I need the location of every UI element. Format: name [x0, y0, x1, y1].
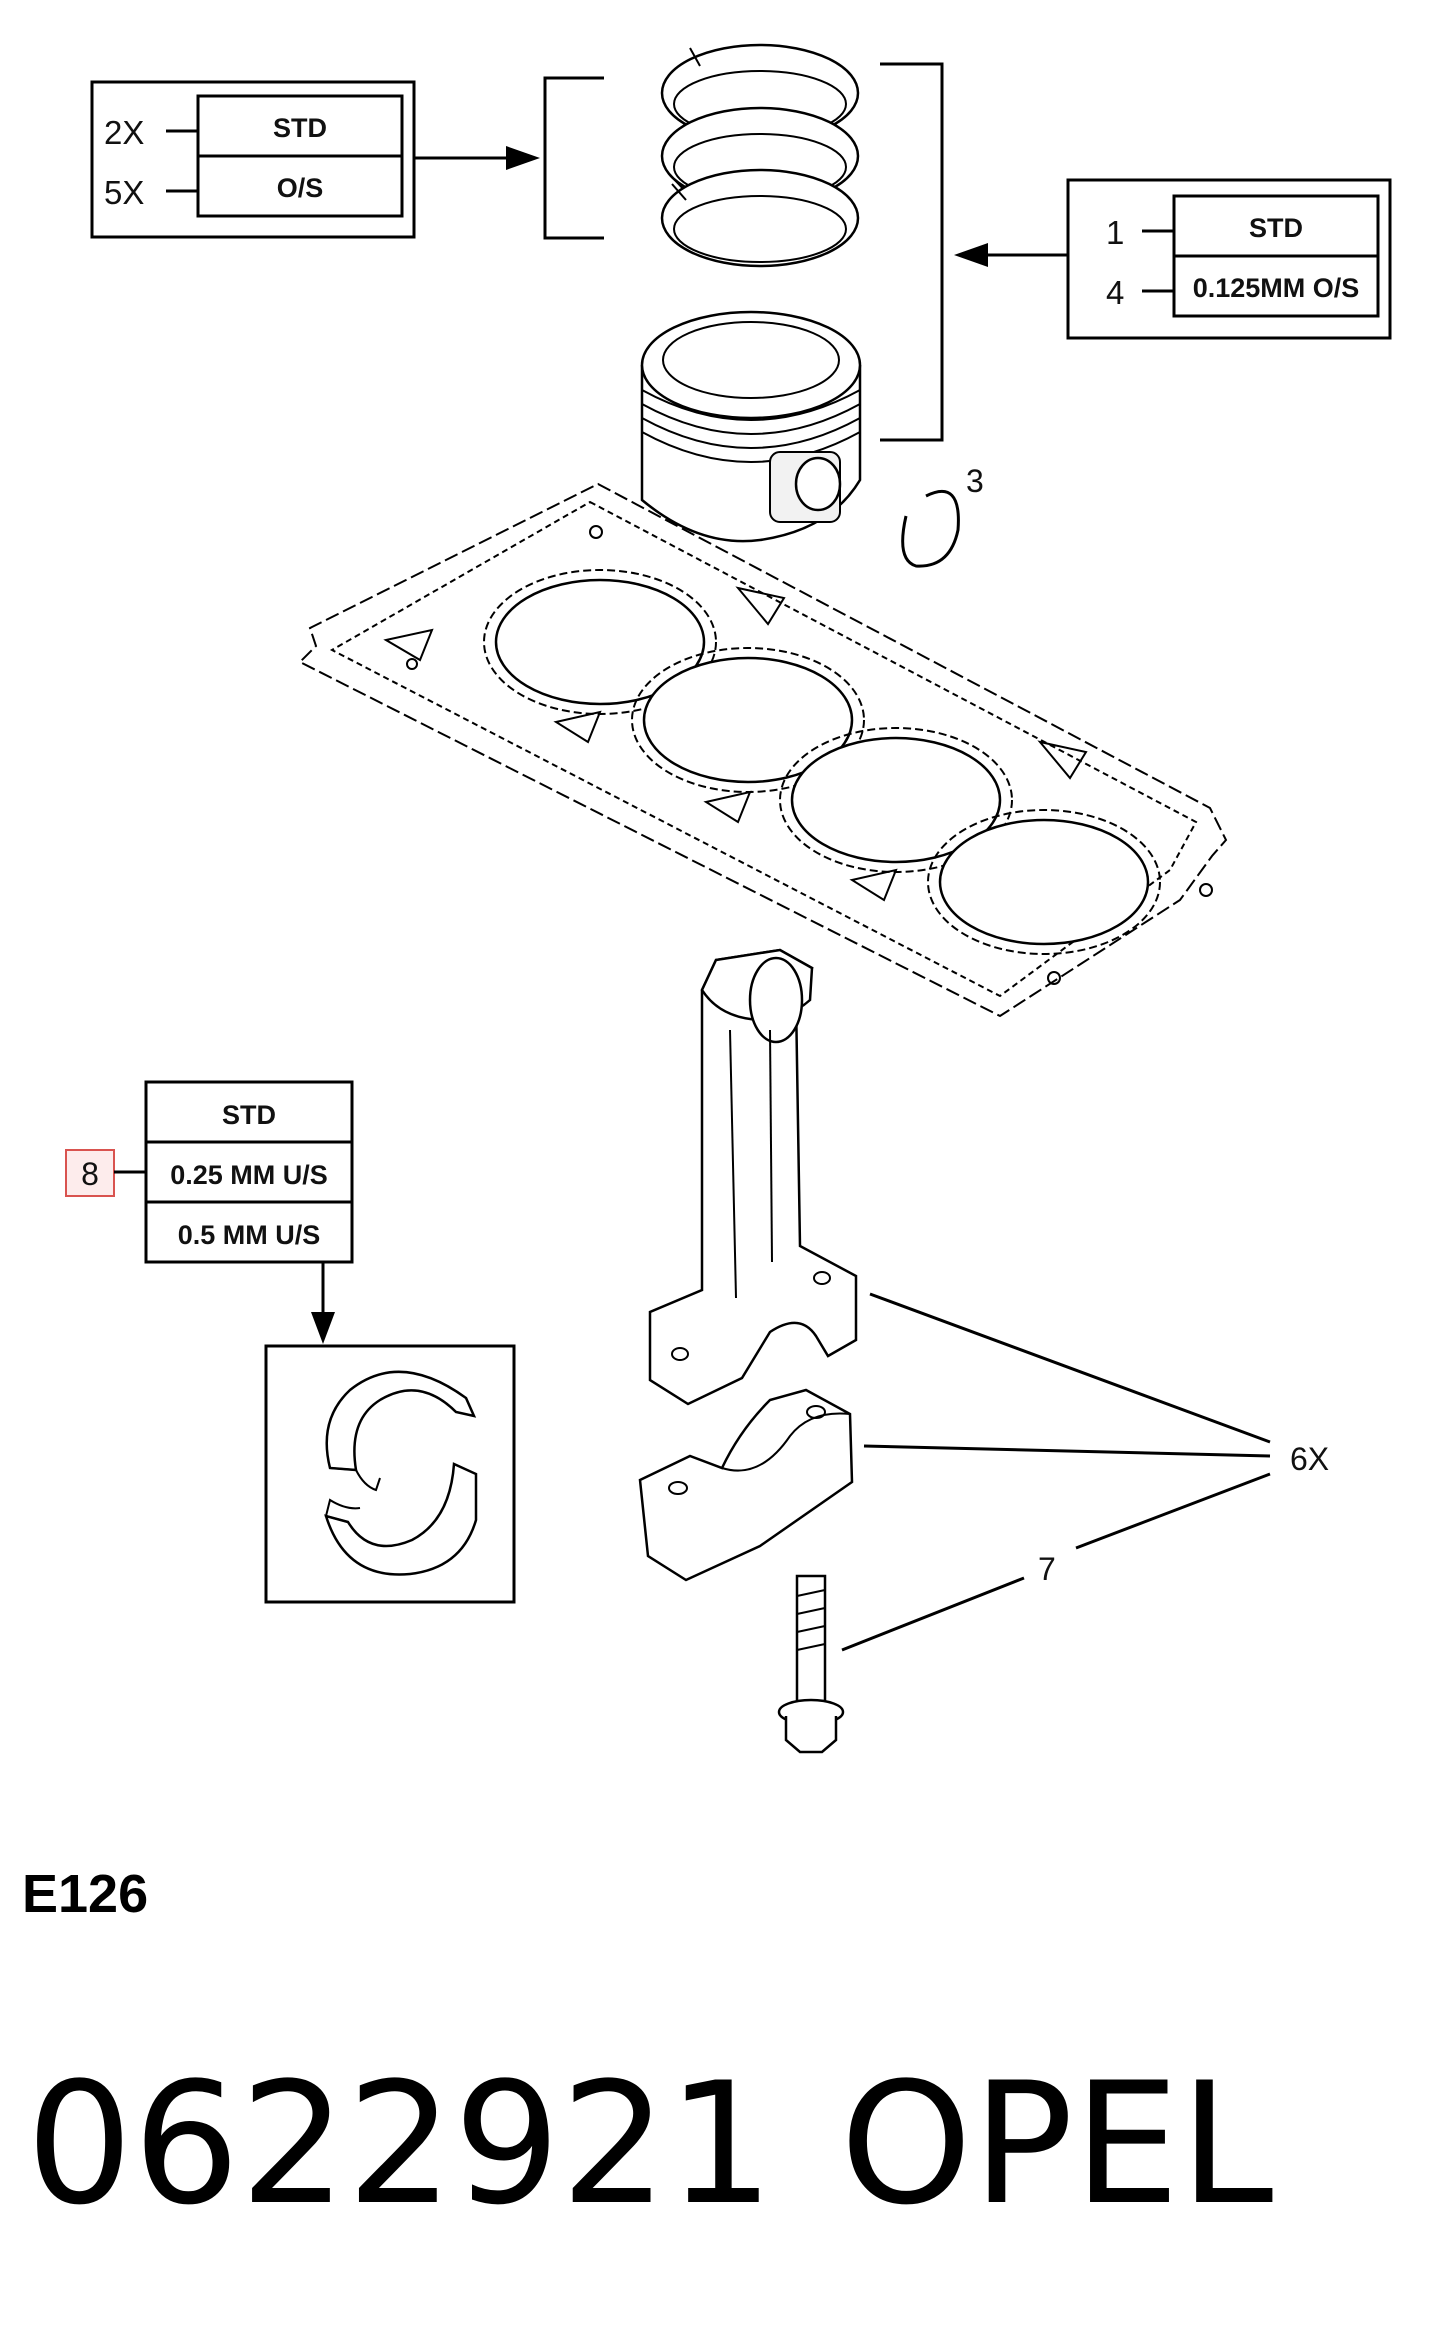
conrod-beam-line-2: [769, 1029, 773, 1263]
leader-cap: [863, 1444, 1271, 1458]
bolt-thread: [796, 1589, 826, 1651]
ring-3-gap: [671, 183, 687, 201]
gasket-port-1: [383, 628, 434, 662]
piston-crown: [640, 310, 862, 420]
bearing-detail-frame: [264, 1344, 516, 1604]
gasket-bore-2: [642, 656, 854, 784]
ring-qty-1: 2X: [104, 114, 144, 151]
bearing-shell-lower-edge: [324, 1498, 361, 1523]
piston: [640, 310, 862, 543]
callout-8-highlight[interactable]: [65, 1149, 115, 1197]
conrod-bolt-hole-2: [813, 1271, 831, 1285]
gasket-port-3: [703, 790, 752, 824]
piston-qty-1: 1: [1106, 214, 1124, 251]
circlip-shape: [901, 489, 960, 568]
ring-bracket: [543, 76, 604, 240]
conrod-bolt: [777, 1574, 845, 1754]
gasket-bore-1: [494, 578, 706, 706]
piston-size-std: STD: [1249, 213, 1303, 243]
callout-conrod-qty: 6X: [1290, 1441, 1329, 1477]
callout-leaders: 6X 7: [841, 1292, 1329, 1652]
bearing-shells-detail: [264, 1344, 516, 1604]
callout-bolt: 7: [1038, 1551, 1056, 1587]
diagram-code: E126: [22, 1864, 148, 1924]
ring-3-inner: [673, 195, 847, 263]
conrod-beam-line-1: [729, 1029, 737, 1299]
bearing-shell-upper: [325, 1370, 477, 1472]
conrod-body: [648, 948, 858, 1406]
rod-cap-hole-2: [806, 1405, 826, 1419]
rod-cap-body: [638, 1388, 854, 1582]
gasket-hole-2: [1199, 883, 1213, 897]
bearing-size-025: 0.25 MM U/S: [170, 1160, 328, 1190]
piston-arrow-head: [954, 243, 988, 267]
piston-size-os: 0.125MM O/S: [1193, 273, 1360, 303]
callout-circlip: 3: [966, 463, 984, 499]
gasket-bore-4: [938, 818, 1150, 946]
leader-bolt-upper: [1075, 1472, 1271, 1550]
connecting-rod: [648, 948, 858, 1406]
gasket-bore-3: [790, 736, 1002, 864]
conrod-small-end-bore: [748, 956, 804, 1044]
rod-cap-arc: [721, 1412, 851, 1472]
ring-selector-frame: [90, 80, 416, 239]
ring-3-outer: [660, 168, 860, 268]
bearing-shell-lower: [324, 1462, 478, 1576]
ring-selector: 2X 5X STD O/S: [90, 80, 540, 239]
ring-size-os: O/S: [277, 173, 324, 203]
ring-size-std: STD: [273, 113, 327, 143]
piston-groove-1: [641, 389, 861, 421]
gasket-port-6: [1037, 740, 1088, 780]
footer-brand: OPEL: [840, 2046, 1273, 2242]
piston-groove-3: [641, 417, 861, 449]
piston-groove-4: [641, 431, 861, 463]
conrod-bolt-hole-1: [671, 1347, 689, 1361]
gasket-port-4: [849, 868, 898, 902]
gasket-hole-3: [1047, 971, 1061, 985]
circlip: 3: [901, 463, 984, 568]
piston-groove-2: [641, 403, 861, 435]
piston-rings: [660, 43, 860, 268]
gasket-hole-4: [406, 658, 418, 670]
gasket-port-5: [735, 586, 786, 626]
gasket-outline: [298, 482, 1228, 1018]
piston-bracket: [880, 62, 944, 442]
bearing-size-std: STD: [222, 1100, 276, 1130]
bolt-head: [784, 1716, 838, 1754]
piston-os-cell: [1172, 254, 1380, 318]
rod-cap: [638, 1388, 854, 1582]
head-gasket: [298, 482, 1228, 1018]
ring-arrow-head: [506, 146, 540, 170]
rod-cap-hole-1: [668, 1481, 688, 1495]
gasket-bore-4-ring: [927, 809, 1161, 955]
piston-crown-bowl: [662, 321, 840, 399]
bearing-arrow-head: [311, 1312, 335, 1344]
bolt-shank: [795, 1574, 827, 1708]
leader-bolt-lower: [841, 1576, 1025, 1652]
gasket-hole-1: [589, 525, 603, 539]
ring-qty-2: 5X: [104, 174, 144, 211]
bearing-shell-upper-edge: [329, 1467, 381, 1492]
piston-selector-frame: [1066, 178, 1392, 340]
bearing-selector: STD 0.25 MM U/S 0.5 MM U/S 8: [65, 1080, 354, 1344]
callout-bearing: 8: [81, 1156, 99, 1192]
leader-conrod: [869, 1292, 1271, 1444]
piston-pin-hole: [794, 456, 842, 512]
piston-qty-2: 4: [1106, 274, 1124, 311]
ring-os-cell: [196, 154, 404, 218]
footer-part-number: 0622921: [26, 2046, 774, 2242]
gasket-port-2: [553, 710, 602, 744]
ring-1-gap: [689, 47, 701, 67]
bearing-size-05: 0.5 MM U/S: [178, 1220, 321, 1250]
piston-selector: 1 4 STD 0.125MM O/S: [954, 178, 1392, 340]
